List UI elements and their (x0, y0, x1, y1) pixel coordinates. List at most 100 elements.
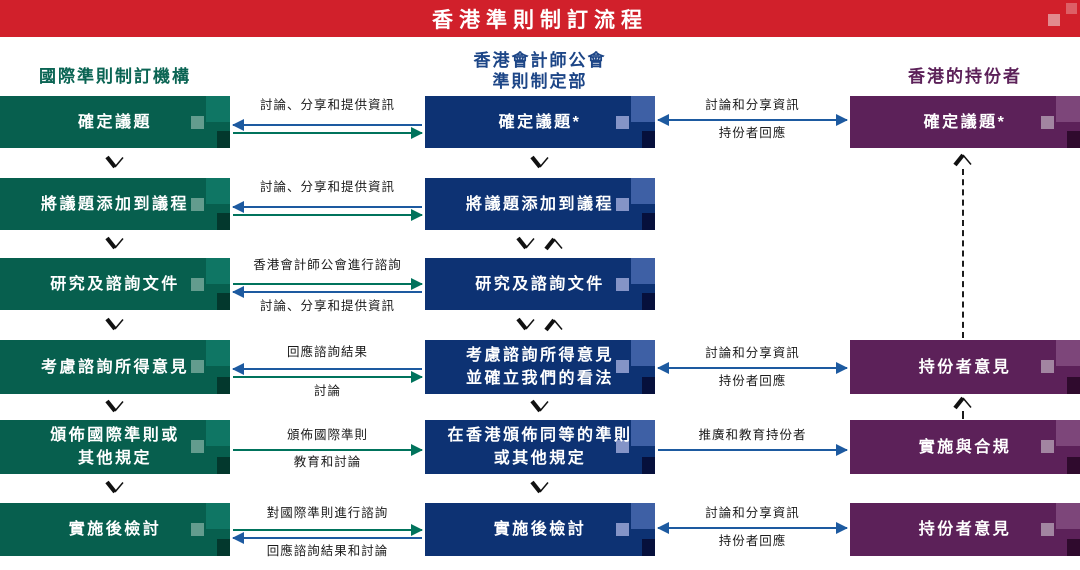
decor-square-icon (616, 360, 629, 373)
box-label: 確定議題* (923, 113, 1007, 131)
arrow-left-icon (232, 201, 422, 213)
decor-square-icon (217, 293, 230, 310)
chevron-down-icon (529, 399, 551, 414)
box-label: 實施後檢討 (493, 521, 587, 538)
box-label: 考慮諮詢所得意見 (40, 358, 189, 376)
decor-square-icon (1056, 96, 1080, 122)
decor-square-icon (616, 523, 629, 536)
middle-box-consider-feedback: 考慮諮詢所得意見 並確立我們的看法 (425, 340, 655, 394)
decor-square-icon (642, 457, 655, 474)
connector-label: 對國際準則進行諮詢 (266, 506, 389, 520)
box-label: 確定議題 (77, 113, 152, 131)
chevron-down-icon (104, 155, 126, 170)
middle-box-post-implementation-review: 實施後檢討 (425, 503, 655, 556)
middle-box-identify-issues: 確定議題* (425, 96, 655, 148)
chevron-down-icon (104, 399, 126, 414)
arrow-left-icon (232, 532, 422, 544)
decor-square-icon (191, 523, 204, 536)
right-box-stakeholder-views-2: 持份者意見 (850, 503, 1080, 556)
box-label: 考慮諮詢所得意見 並確立我們的看法 (465, 347, 614, 387)
box-label: 將議題添加到議程 (40, 195, 189, 213)
chevron-up-icon (543, 317, 565, 332)
connector-label: 回應諮詢結果和討論 (266, 544, 389, 558)
column-header-stakeholders: 香港的持份者 (908, 67, 1022, 86)
decor-square-icon (616, 198, 629, 211)
decor-square-icon (217, 457, 230, 474)
decor-square-icon (191, 198, 204, 211)
connector-label: 推廣和教育持份者 (698, 428, 807, 442)
connector-label: 討論、分享和提供資訊 (259, 299, 395, 313)
box-label: 頒佈國際準則或 其他規定 (50, 427, 180, 467)
box-label: 持份者意見 (918, 358, 1012, 376)
decor-square-icon (642, 131, 655, 148)
decor-square-icon (191, 116, 204, 129)
arrow-both-icon (657, 114, 848, 126)
right-box-identify-issues: 確定議題* (850, 96, 1080, 148)
dotted-arrow-up-icon (952, 395, 974, 410)
connector-lm-row3: 香港會計師公會進行諮詢 討論、分享和提供資訊 (230, 258, 425, 314)
decor-square-icon (206, 503, 230, 529)
decor-square-icon (642, 293, 655, 310)
decor-square-icon (631, 258, 655, 284)
right-box-stakeholder-views-1: 持份者意見 (850, 340, 1080, 394)
decor-square-icon (1041, 116, 1054, 129)
decor-square-icon (1066, 3, 1077, 14)
box-label: 在香港頒佈同等的準則 或其他規定 (447, 427, 633, 467)
decor-square-icon (217, 131, 230, 148)
left-box-identify-issues: 確定議題 (0, 96, 230, 148)
connector-mr-row6: 討論和分享資訊 持份者回應 (655, 506, 850, 550)
arrow-right-icon (233, 127, 423, 139)
decor-square-icon (1056, 503, 1080, 529)
connector-label: 討論和分享資訊 (705, 98, 800, 112)
connector-label: 頒佈國際準則 (286, 428, 368, 442)
middle-box-research-consult: 研究及諮詢文件 (425, 258, 655, 310)
decor-square-icon (616, 278, 629, 291)
left-box-issue-standards: 頒佈國際準則或 其他規定 (0, 420, 230, 474)
connector-label: 持份者回應 (718, 534, 787, 548)
decor-square-icon (642, 539, 655, 556)
arrow-both-icon (657, 522, 848, 534)
arrow-right-icon (233, 444, 423, 456)
connector-label: 討論和分享資訊 (705, 506, 800, 520)
column-header-international: 國際準則制訂機構 (39, 67, 191, 86)
left-box-add-to-agenda: 將議題添加到議程 (0, 178, 230, 230)
decor-square-icon (631, 96, 655, 122)
connector-label: 討論、分享和提供資訊 (259, 98, 395, 112)
connector-label: 香港會計師公會進行諮詢 (253, 258, 402, 272)
arrow-left-icon (232, 363, 422, 375)
chevron-down-icon (104, 317, 126, 332)
title-bar: 香港準則制訂流程 (0, 0, 1080, 37)
decor-square-icon (206, 178, 230, 204)
chevron-down-icon (529, 480, 551, 495)
chevron-down-icon (529, 155, 551, 170)
decor-square-icon (631, 340, 655, 366)
right-box-implementation-compliance: 實施與合規 (850, 420, 1080, 474)
arrow-right-icon (233, 371, 423, 383)
decor-square-icon (631, 178, 655, 204)
connector-label: 討論 (313, 384, 341, 398)
decor-square-icon (616, 440, 629, 453)
decor-square-icon (206, 96, 230, 122)
arrow-both-icon (657, 362, 848, 374)
left-box-consider-feedback: 考慮諮詢所得意見 (0, 340, 230, 394)
decor-square-icon (217, 539, 230, 556)
decor-square-icon (631, 420, 655, 446)
box-label: 確定議題* (498, 113, 582, 131)
arrow-left-icon (232, 119, 422, 131)
left-box-research-consult: 研究及諮詢文件 (0, 258, 230, 310)
column-header-hkicpa: 香港會計師公會 準則制定部 (473, 51, 607, 91)
box-label: 實施與合規 (918, 438, 1012, 456)
decor-square-icon (206, 420, 230, 446)
connector-lm-row4: 回應諮詢結果 討論 (230, 345, 425, 401)
decor-square-icon (217, 377, 230, 394)
arrow-right-icon (233, 524, 423, 536)
connector-label: 教育和討論 (293, 455, 362, 469)
dotted-line (962, 169, 964, 338)
dotted-arrow-up-icon (952, 152, 974, 167)
middle-box-issue-equivalent-standards: 在香港頒佈同等的準則 或其他規定 (425, 420, 655, 474)
decor-square-icon (1048, 14, 1060, 26)
decor-square-icon (1056, 420, 1080, 446)
arrow-right-icon (233, 209, 423, 221)
decor-square-icon (1041, 440, 1054, 453)
